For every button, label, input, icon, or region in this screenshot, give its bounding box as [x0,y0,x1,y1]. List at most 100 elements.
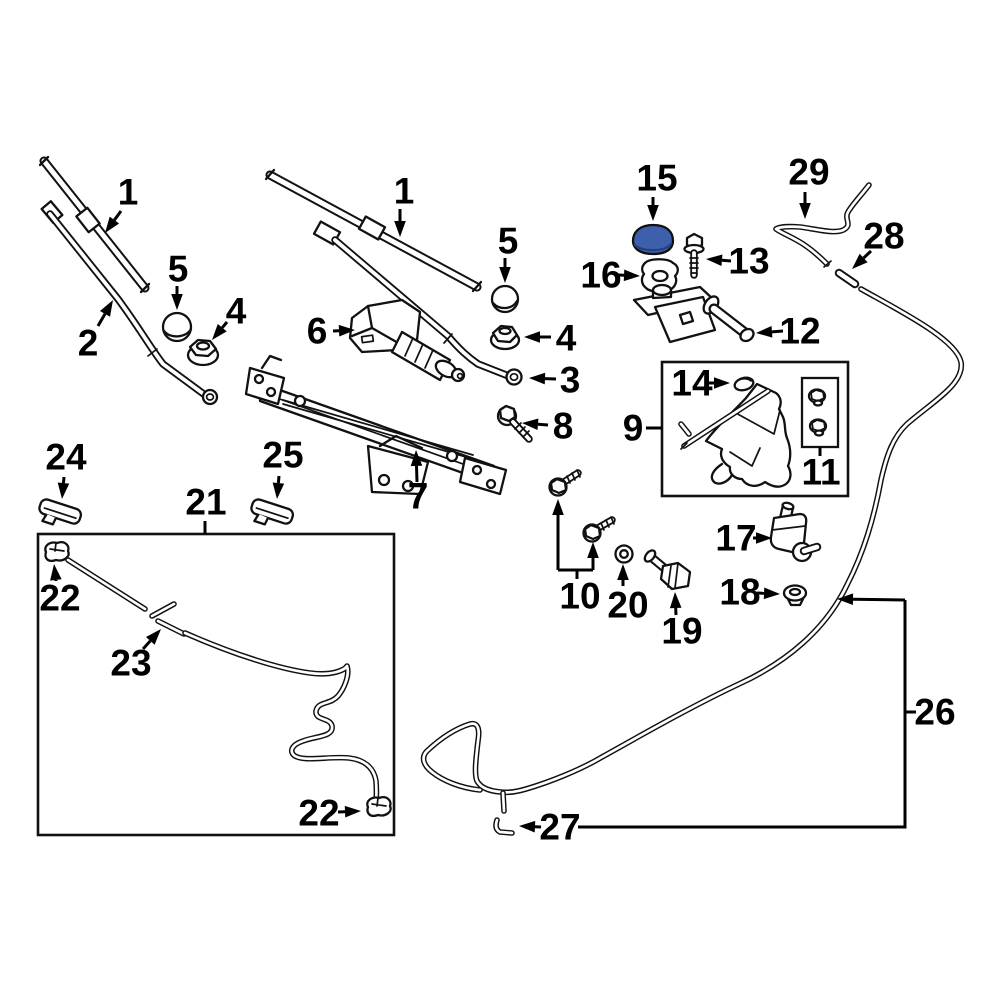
part-nuts-11[interactable] [807,388,828,437]
part-nozzle-cap-15-highlighted[interactable] [631,223,675,256]
callout-29-number: 29 [788,152,829,193]
callout-20[interactable]: 20 [607,564,649,626]
callout-23[interactable]: 23 [110,629,161,684]
part-washer-20[interactable] [614,544,634,564]
part-wiper-arm-right[interactable] [312,220,523,386]
part-hose-29[interactable] [776,185,869,268]
part-wiper-blade-middle[interactable] [264,168,483,293]
callout-7[interactable]: 7 [408,450,429,517]
part-wiper-motor[interactable] [348,298,466,383]
part-clip-22-bottom[interactable] [366,796,392,818]
callout-9[interactable]: 9 [623,408,662,449]
callout-13-number: 13 [728,241,769,282]
callout-19[interactable]: 19 [661,592,703,652]
callout-5-middle-number: 5 [498,221,519,262]
part-hose-elbow-27[interactable] [496,820,512,833]
part-screw-10a[interactable] [548,469,582,497]
callout-4-left-number: 4 [226,291,247,332]
part-nozzle-jet-12[interactable] [632,283,756,344]
callout-21[interactable]: 21 [185,482,227,535]
callout-16-number: 16 [580,255,621,296]
part-grommet-18[interactable] [782,584,808,607]
callout-18-number: 18 [719,572,760,613]
diagram-artwork [36,155,962,837]
callout-15-number: 15 [636,158,677,199]
part-cap-left[interactable] [161,311,193,343]
callout-2[interactable]: 2 [78,300,113,364]
callout-5-left[interactable]: 5 [168,249,189,311]
callout-22-bottom[interactable]: 22 [298,793,361,834]
part-nut-left[interactable] [186,338,220,367]
callout-25[interactable]: 25 [262,435,304,500]
callout-4-middle-number: 4 [556,318,577,359]
callout-1-left-number: 1 [118,172,139,213]
part-screw-10b[interactable] [582,516,616,543]
callout-13[interactable]: 13 [706,241,770,282]
callout-17[interactable]: 17 [715,518,772,559]
callout-26[interactable]: 26 [578,593,956,829]
callout-20-number: 20 [607,585,648,626]
callout-18[interactable]: 18 [719,572,780,613]
callout-19-number: 19 [661,611,702,652]
callout-4-middle[interactable]: 4 [524,318,577,359]
callout-22-bottom-number: 22 [298,793,339,834]
group-box-11 [800,376,840,449]
callout-5-left-number: 5 [168,249,189,290]
part-clip-25[interactable] [248,498,295,532]
part-clip-24[interactable] [36,498,83,532]
callout-27[interactable]: 27 [519,807,581,848]
callout-16[interactable]: 16 [580,255,640,296]
part-bolt-8[interactable] [496,404,533,443]
part-wiper-linkage[interactable] [244,354,508,496]
callout-15[interactable]: 15 [636,158,678,222]
callout-10[interactable]: 10 [552,499,601,617]
callout-11-number: 11 [801,452,840,493]
callout-24-number: 24 [45,437,87,478]
callout-28[interactable]: 28 [852,216,905,270]
callout-22-top-number: 22 [39,578,80,619]
callout-29[interactable]: 29 [788,152,830,220]
part-connector-28[interactable] [839,273,855,284]
part-cap-middle[interactable] [490,284,520,314]
group-box-21 [36,532,396,837]
callout-17-number: 17 [715,518,756,559]
callout-12[interactable]: 12 [756,311,821,352]
callout-11[interactable]: 11 [801,447,841,493]
callout-1-left[interactable]: 1 [105,172,138,234]
callout-1-middle[interactable]: 1 [394,171,415,238]
callout-4-left[interactable]: 4 [212,291,247,341]
part-grommet-16[interactable] [640,258,679,293]
callout-22-top[interactable]: 22 [39,564,81,619]
callout-28-number: 28 [863,216,904,257]
callout-3[interactable]: 3 [529,360,580,401]
callout-3-number: 3 [560,360,581,401]
part-hose-21-lower[interactable] [185,633,376,807]
callout-12-number: 12 [779,311,820,352]
part-washer-pump-17[interactable] [769,501,822,563]
callout-5-middle[interactable]: 5 [498,221,519,284]
part-wiper-arm-left[interactable] [40,200,219,406]
callout-14[interactable]: 14 [671,363,730,404]
callout-6-number: 6 [307,311,328,352]
part-washer-reservoir-9[interactable] [678,382,792,488]
part-check-valve-19[interactable] [643,548,692,591]
callout-24[interactable]: 24 [45,437,87,500]
part-wiper-blade-left[interactable] [38,155,151,294]
callout-7-number: 7 [408,476,429,517]
callout-21-number: 21 [185,482,226,523]
callout-10-number: 10 [559,576,600,617]
part-bolt-13[interactable] [683,232,705,279]
callout-8[interactable]: 8 [522,406,573,447]
part-connector-23[interactable] [152,604,184,634]
part-nut-middle[interactable] [489,324,521,351]
callout-23-number: 23 [110,643,151,684]
callout-2-number: 2 [78,323,99,364]
callout-8-number: 8 [553,406,574,447]
callout-6[interactable]: 6 [307,311,355,352]
part-clip-22-top[interactable] [44,541,70,563]
callout-26-number: 26 [914,692,955,733]
callout-14-number: 14 [671,363,713,404]
part-reservoir-cap-14[interactable] [733,376,755,393]
